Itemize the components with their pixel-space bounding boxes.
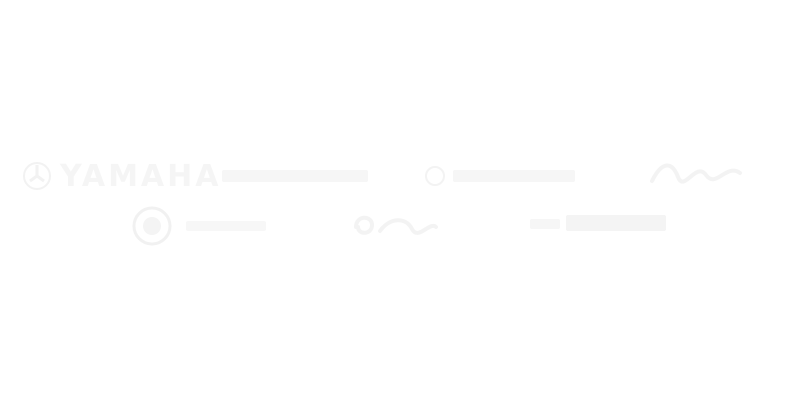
script-wordmark-logo	[354, 215, 438, 235]
yamaha-logo: YAMAHA	[22, 156, 221, 196]
wordmark-logo	[530, 215, 666, 231]
brand-logo-2	[222, 164, 368, 188]
wordmark-logo	[186, 221, 266, 231]
circular-badge-logo	[132, 206, 172, 246]
brand-logo-3	[425, 162, 575, 190]
brand-logo-6	[350, 205, 440, 241]
brand-logo-7	[530, 208, 666, 240]
script-wordmark-logo	[650, 163, 742, 184]
yamaha-tuning-forks-icon	[23, 162, 51, 190]
wordmark-logo	[222, 170, 368, 182]
brand-logo-5	[132, 205, 266, 247]
yamaha-wordmark: YAMAHA	[60, 158, 222, 194]
brand-logo-4	[648, 152, 744, 192]
emblem-logo	[425, 166, 575, 186]
